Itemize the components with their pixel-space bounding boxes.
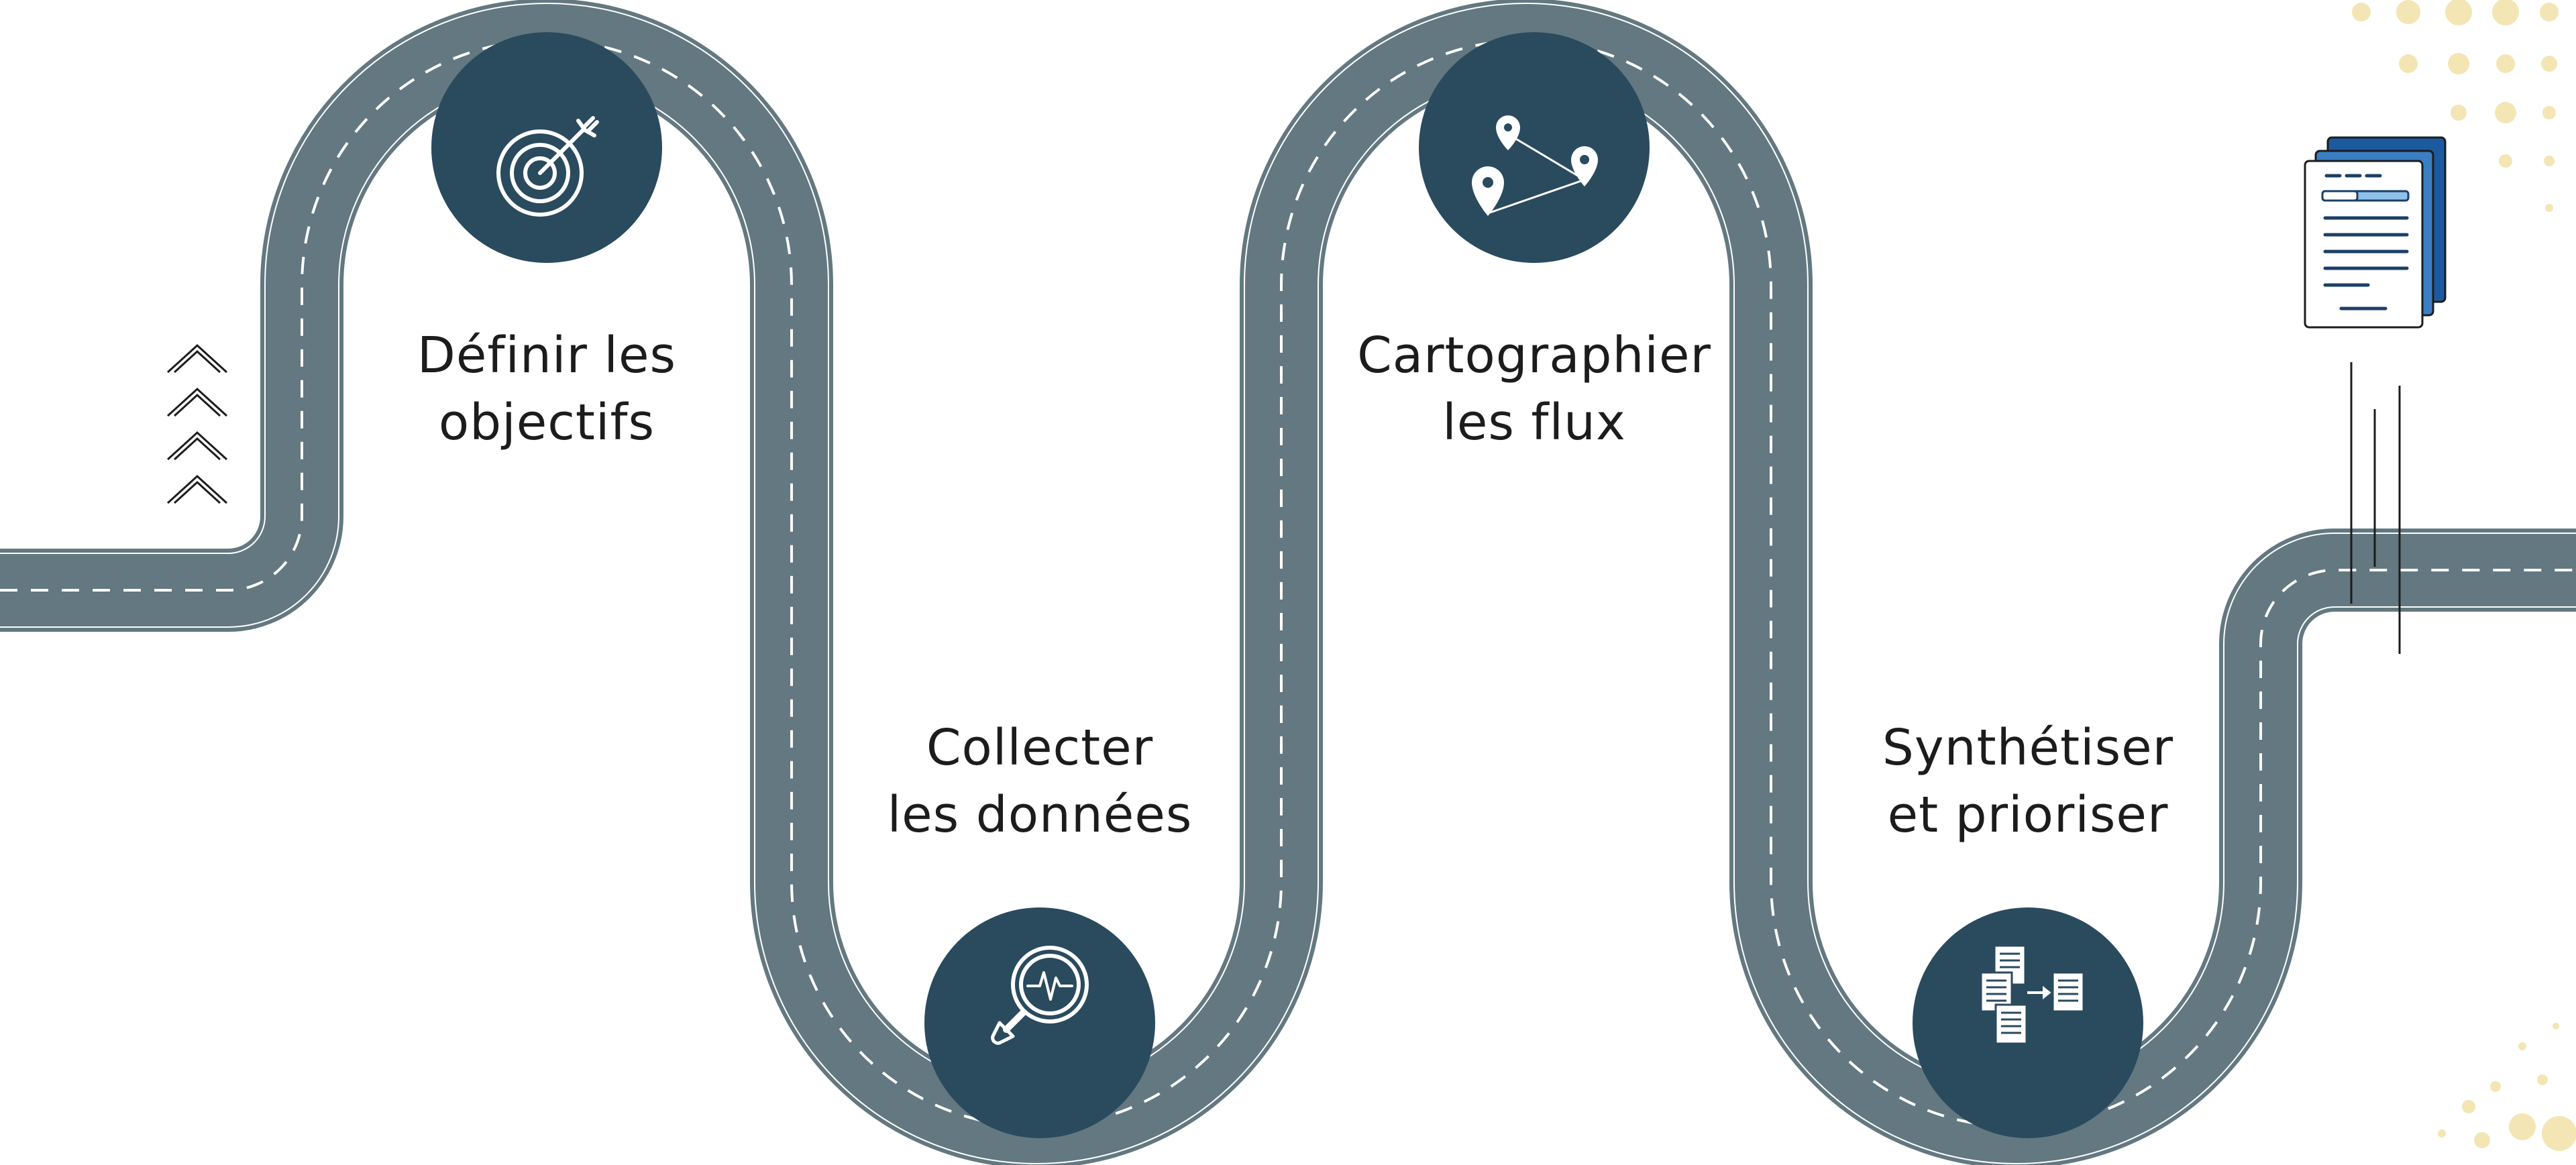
- decorative-dots-bottom-right: [2438, 1023, 2576, 1151]
- step-1-label-line1: Définir les: [417, 327, 677, 384]
- step-3-icon-circle: [1419, 32, 1650, 263]
- map-pins-icon: [1472, 115, 1598, 216]
- step-3-label: Cartographier les flux: [1299, 322, 1769, 456]
- step-2-icon-circle: [924, 907, 1155, 1138]
- step-3-label-line2: les flux: [1442, 394, 1626, 451]
- document-report-icon: [2304, 136, 2447, 654]
- chevron-up-stack-icon: [166, 343, 228, 504]
- step-4-label-line2: et prioriser: [1887, 786, 2169, 844]
- step-1-icon-circle: [431, 32, 662, 263]
- step-1-label: Définir les objectifs: [312, 322, 782, 456]
- magnifier-icon: [991, 946, 1089, 1045]
- step-2-label: Collecter les données: [805, 714, 1275, 848]
- step-3-label-line1: Cartographier: [1357, 327, 1711, 384]
- step-4-label: Synthétiser et prioriser: [1793, 714, 2263, 848]
- documents-merge-icon: [1980, 944, 2085, 1045]
- step-2-label-line2: les données: [887, 786, 1193, 844]
- step-4-icon-circle: [1913, 907, 2143, 1138]
- step-1-label-line2: objectifs: [438, 394, 655, 451]
- motion-lines: [2350, 362, 2401, 654]
- step-4-label-line1: Synthétiser: [1882, 719, 2174, 777]
- step-2-label-line1: Collecter: [926, 719, 1154, 777]
- target-icon: [496, 116, 599, 217]
- decorative-dots-top-right: [2352, 0, 2559, 212]
